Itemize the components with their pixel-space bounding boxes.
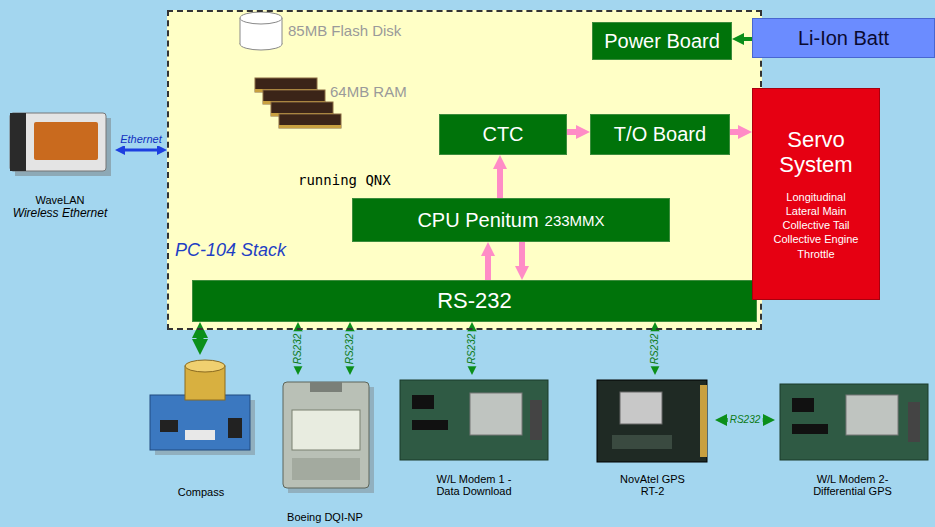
compass-sensor-top <box>185 360 225 372</box>
note-label: running QNX <box>298 172 391 188</box>
chip <box>792 398 814 412</box>
board-box: T/O Board <box>590 114 730 155</box>
box-label: Servo System <box>761 127 871 178</box>
modem-picture <box>400 380 548 460</box>
signal-label: RS232 <box>649 331 661 366</box>
signal-label: RS232 <box>344 331 356 366</box>
stack-ground <box>167 10 762 330</box>
rf-shield <box>470 393 522 435</box>
device-caption: W/L Modem 2- Differential GPS <box>805 473 900 497</box>
board-box: CTC <box>439 114 567 155</box>
chip <box>228 418 242 438</box>
chip <box>412 395 434 409</box>
card-connector <box>10 113 26 171</box>
ram-stick <box>279 114 341 128</box>
card-body <box>10 113 106 171</box>
wireless-card: WaveLANWireless Ethernet <box>5 110 115 222</box>
card-label-plate <box>34 122 98 160</box>
modem-picture <box>780 384 928 460</box>
modem-pcb <box>780 384 928 460</box>
box-label: Power Board <box>604 30 720 53</box>
gps-shield <box>620 392 662 424</box>
wavelan-card-picture <box>10 113 111 176</box>
chip <box>612 435 672 449</box>
connector-arrow <box>197 338 204 339</box>
modem-board: W/L Modem 1 -Data Download <box>398 375 550 499</box>
device-caption: Wireless Ethernet <box>13 206 108 220</box>
compass-board: Compass <box>140 355 262 500</box>
edge-connector <box>700 385 707 457</box>
disk-side <box>240 18 241 44</box>
cpu-box: CPU Penitum 233MMX <box>352 198 670 242</box>
device-caption: WaveLAN <box>35 194 84 206</box>
gps-card: NovAtel GPS RT-2 <box>590 375 715 499</box>
box-label: Li-Ion Batt <box>798 27 889 50</box>
gps-card-picture <box>597 380 707 462</box>
connector <box>530 400 542 440</box>
bus-box: RS-232 <box>192 280 757 322</box>
connector-arrow <box>519 242 525 266</box>
signal-label: RS232 <box>728 414 763 426</box>
modem-pcb <box>400 380 548 460</box>
battery-box: Li-Ion Batt <box>752 18 935 58</box>
box-label: CTC <box>482 123 523 146</box>
connector-arrow <box>497 169 503 198</box>
device-caption: Compass <box>178 486 224 498</box>
signal-label: RS232 <box>292 331 304 366</box>
connector <box>908 402 920 442</box>
chip <box>412 420 448 430</box>
servo-box: Servo SystemLongitudinal Lateral Main Co… <box>752 88 880 300</box>
compass-picture <box>150 360 255 455</box>
rf-shield <box>846 395 898 435</box>
ram-pins <box>279 125 341 128</box>
connector-arrow <box>485 256 491 280</box>
unit-housing <box>283 382 369 488</box>
box-label: T/O Board <box>614 123 706 146</box>
flash-disk-icon <box>240 12 282 50</box>
box-label: RS-232 <box>437 288 512 314</box>
disk-top <box>240 12 282 24</box>
device-caption: NovAtel GPS RT-2 <box>615 473 690 497</box>
unit-nameplate <box>292 410 360 450</box>
box-label: 233MMX <box>545 212 605 229</box>
modem-board: W/L Modem 2- Differential GPS <box>775 375 930 499</box>
chip <box>792 424 828 434</box>
connector-arrow <box>744 37 752 41</box>
compass-pcb <box>150 395 250 450</box>
device-caption: Boeing DQI-NP <box>287 511 363 523</box>
gps-pcb <box>597 380 707 462</box>
connector-arrow <box>567 129 576 135</box>
stack-region: Power BoardCTC T/O BoardCPU Penitum 233MMX… <box>167 10 762 330</box>
ram-icon <box>255 78 341 128</box>
device-caption: W/L Modem 1 -Data Download <box>429 473 519 497</box>
part-label: 64MB RAM <box>330 83 407 100</box>
ins-unit-picture <box>283 382 374 493</box>
chip <box>160 420 178 432</box>
connector-arrow <box>730 129 738 135</box>
ins-unit: Boeing DQI-NP <box>275 375 375 525</box>
board-box: Power Board <box>592 22 732 60</box>
box-label: Longitudinal Lateral Main Collective Tai… <box>772 190 860 261</box>
box-label: CPU Penitum <box>417 209 538 232</box>
connector-arrow <box>125 149 157 152</box>
unit-base <box>292 458 360 480</box>
connector <box>185 430 215 440</box>
unit-connector <box>310 382 342 392</box>
group-title: PC-104 Stack <box>175 240 286 261</box>
signal-label: Ethernet <box>118 133 164 146</box>
disk-side <box>282 18 283 44</box>
signal-label: RS232 <box>466 331 478 366</box>
part-label: 85MB Flash Disk <box>288 22 401 39</box>
